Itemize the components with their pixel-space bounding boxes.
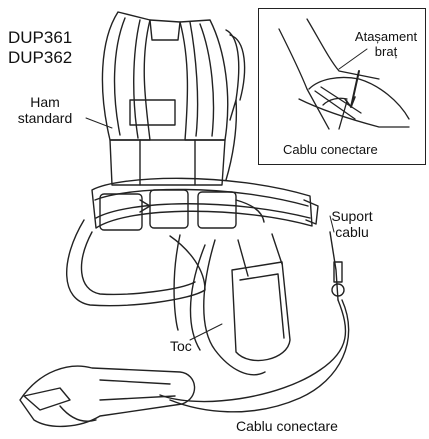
- inset-arm-detail: Atașament braț Cablu conectare: [258, 8, 426, 165]
- hip-pad: [67, 220, 205, 306]
- arm-attachment-label: Atașament braț: [351, 29, 421, 59]
- pruner-tool: [20, 366, 195, 426]
- arm-attachment-line-2: braț: [375, 44, 397, 59]
- holster: [232, 234, 290, 361]
- cable-support-line-2: cablu: [335, 224, 368, 240]
- shoulder-straps: [102, 12, 244, 180]
- chest-panel: [110, 100, 225, 185]
- cables: [160, 232, 349, 412]
- harness-label-line-2: standard: [18, 110, 72, 126]
- cable-support-label: Suport cablu: [322, 208, 382, 240]
- harness-label-line-1: Ham: [30, 94, 60, 110]
- connection-cable-label: Cablu conectare: [236, 418, 338, 434]
- harness-label: Ham standard: [10, 94, 80, 126]
- model-number-1: DUP361: [8, 28, 72, 48]
- cable-support-line-1: Suport: [331, 208, 372, 224]
- model-number-2: DUP362: [8, 48, 72, 68]
- waist-belt: [92, 178, 318, 230]
- inset-cable-label: Cablu conectare: [283, 142, 378, 157]
- holster-label: Toc: [170, 338, 192, 354]
- arm-attachment-line-1: Atașament: [355, 29, 417, 44]
